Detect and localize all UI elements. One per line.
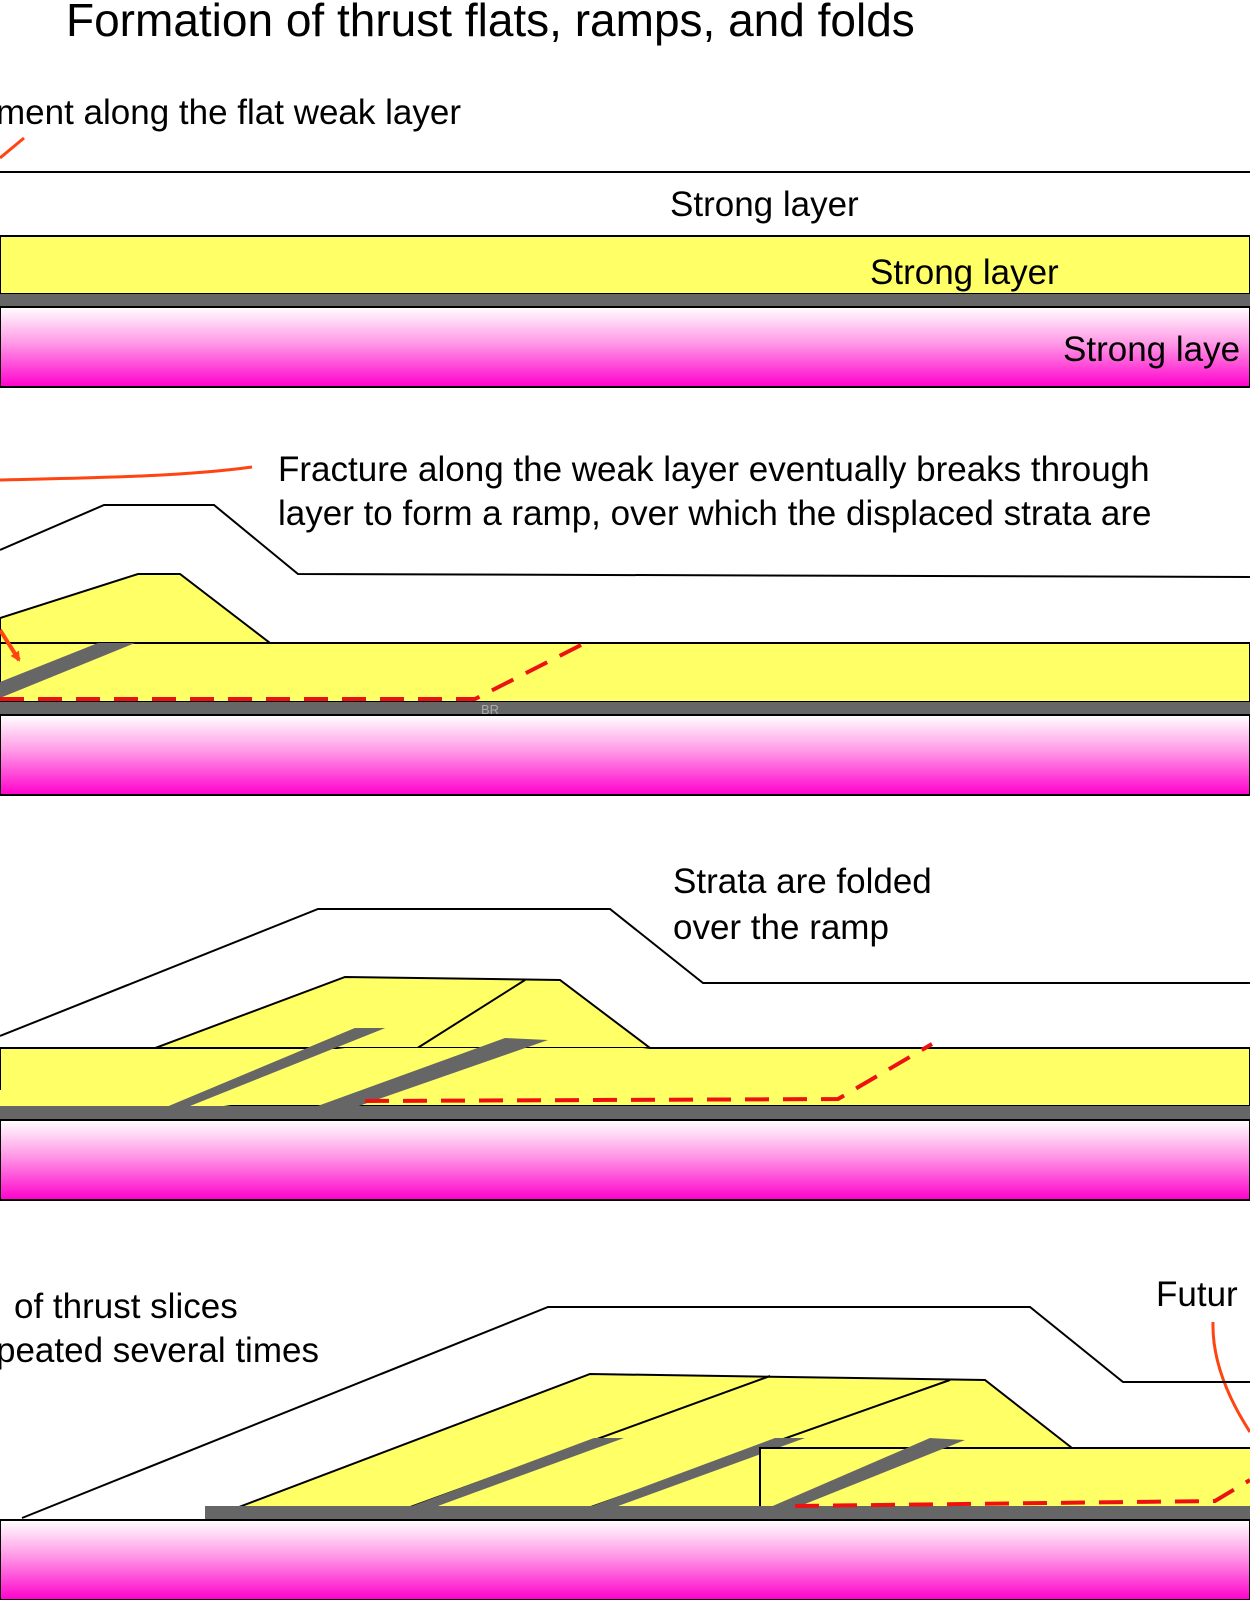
- panel-4-callout-line-2: peated several times: [0, 1331, 319, 1370]
- panel-3-thrust-sheet-front: [0, 1048, 650, 1116]
- panel-1: ment along the flat weak layer Strong la…: [0, 93, 1250, 388]
- panel-1-yellow-strong-layer: [0, 235, 1250, 295]
- panel-4-callout-right: Futur: [1156, 1275, 1238, 1314]
- panel-1-label-white-layer: Strong layer: [670, 185, 859, 224]
- panel-3: Strata are folded over the ramp: [0, 862, 1250, 1201]
- panel-4-slice-weak-layer-1: [380, 1438, 624, 1518]
- panel-2-weak-layer: [0, 702, 1250, 715]
- panel-1-weak-layer: [0, 294, 1250, 307]
- panel-2-top-surface: [0, 504, 1250, 578]
- panel-4-weak-layer: [205, 1506, 1250, 1520]
- panel-4-slice-weak-layer-3: [745, 1438, 965, 1518]
- panel-4-top-surface: [21, 1306, 1250, 1519]
- panel-1-callout-line-1: ment along the flat weak layer: [0, 93, 461, 132]
- panel-4-callout-pointer: [1211, 1321, 1250, 1433]
- panel-4-fault-trace: [794, 1478, 1250, 1508]
- panel-3-top-surface: [0, 908, 1250, 1037]
- panel-2-footwall-yellow-layer: [0, 642, 1250, 703]
- panel-2-callout-pointer: [0, 465, 253, 482]
- panel-4-slice-weak-layer-2: [560, 1438, 805, 1518]
- panel-2: Fracture along the weak layer eventually…: [0, 450, 1250, 796]
- panel-1-callout-pointer: [0, 136, 25, 160]
- panel-3-thrust-sheet-weak-layer-2: [290, 1038, 548, 1116]
- panel-2-callout-line-1: Fracture along the weak layer eventually…: [278, 450, 1150, 489]
- panel-3-weak-layer: [0, 1106, 1250, 1120]
- panel-4-basement-layer: [0, 1519, 1250, 1600]
- panel-1-label-pink-layer: Strong laye: [1063, 330, 1240, 369]
- panel-1-label-yellow-layer: Strong layer: [870, 253, 1059, 292]
- panel-3-callout-line-1: Strata are folded: [673, 862, 932, 901]
- panel-3-fault-trace: [364, 1042, 934, 1103]
- panel-2-basement-layer: [0, 714, 1250, 796]
- panel-2-hanging-wall-weak-layer: [0, 643, 135, 698]
- panel-4-callout-line-1: of thrust slices: [14, 1287, 238, 1326]
- panel-4: of thrust slices peated several times Fu…: [0, 1275, 1250, 1600]
- panel-2-watermark: BR: [481, 702, 499, 717]
- panel-3-basement-layer: [0, 1119, 1250, 1201]
- diagram-title: Formation of thrust flats, ramps, and fo…: [66, 0, 915, 46]
- panel-3-callout-line-2: over the ramp: [673, 908, 889, 947]
- panel-3-ramp-weak-layer: [140, 1028, 385, 1118]
- panel-1-basement-layer: [0, 306, 1250, 388]
- panel-2-fault-trace: [0, 641, 586, 701]
- panel-2-orange-arrow: [0, 628, 21, 662]
- panel-2-callout-line-2: layer to form a ramp, over which the dis…: [278, 494, 1151, 533]
